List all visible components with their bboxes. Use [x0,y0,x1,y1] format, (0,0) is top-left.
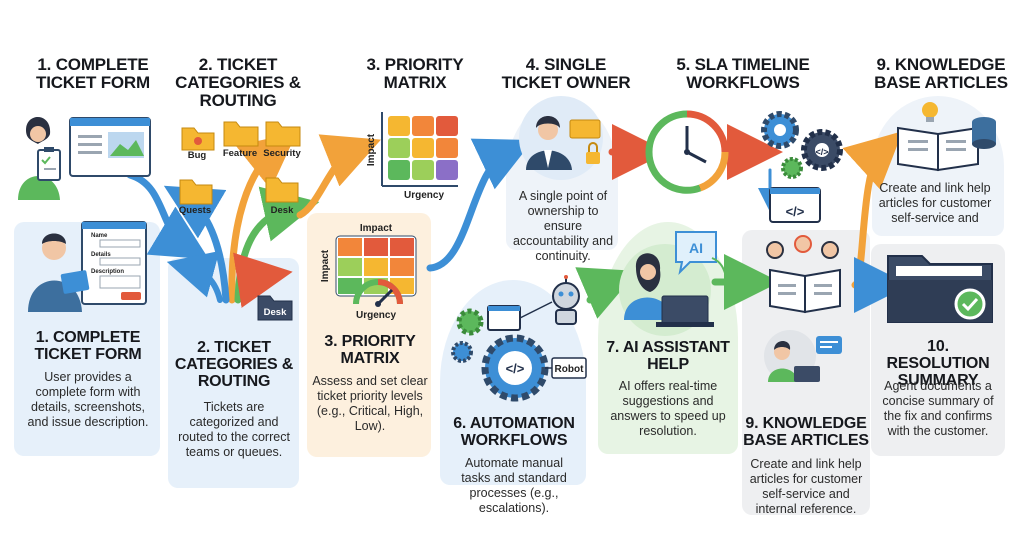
title-step3-bottom: 3. PRIORITY MATRIX [324,333,416,367]
title-step3-top: 3. PRIORITY MATRIX [366,55,464,92]
arrow-s6-to-s7 [575,267,638,319]
matrix-top-impact-label: Impact [366,133,377,166]
robot-label: Robot [555,364,585,375]
desc-step7: AI offers real-time suggestions and answ… [610,379,726,438]
knowledge-base-bottom-icon [764,235,842,382]
svg-text:</>: </> [506,361,525,376]
ai-assistant-icon [619,231,727,336]
ai-bubble-label: AI [689,240,703,256]
matrix-top-urgency-label: Urgency [404,190,444,201]
title-step10: 10. RESOLUTION SUMMARY [886,338,990,389]
priority-matrix-bottom [335,235,417,307]
desc-step6: Automate manual tasks and standard proce… [461,456,567,515]
desc-step10: Agent documents a concise summary of the… [882,379,994,438]
folder-feature [223,121,259,147]
svg-text:</>: </> [786,204,805,219]
title-step5-top: 5. SLA TIMELINE WORKFLOWS [676,55,810,92]
svg-text:</>: </> [815,147,828,157]
title-step1-bottom: 1. COMPLETE TICKET FORM [34,329,142,363]
arrow-s1-to-s2 [126,171,209,260]
folder-label-feature: Feature [223,148,257,159]
desc-step3: Assess and set clear ticket priority lev… [312,374,428,433]
gears-code-icon: </> </> [761,111,843,223]
title-step9-top: 9. KNOWLEDGE BASE ARTICLES [874,55,1008,92]
desc-step9-top: Create and link help articles for custom… [878,181,992,225]
matrix-bottom-impact-top: Impact [360,223,393,234]
desc-step1: User provides a complete form with detai… [27,370,149,429]
sla-clock-icon [645,110,729,194]
form-field-name: Name [91,233,108,239]
matrix-bottom-urgency: Urgency [356,310,396,321]
ticket-form-bottom-icon [28,221,147,312]
form-field-details: Details [91,252,111,258]
arrow-branch-blue2 [166,251,223,303]
arrow-s3-to-s4 [426,138,534,272]
folder-label-quests: Quests [179,205,211,216]
arrow-branch-orange [228,132,297,304]
title-step9-bottom: 9. KNOWLEDGE BASE ARTICLES [743,415,869,449]
folder-label-bug: Bug [188,150,207,161]
knowledge-base-top-icon [897,102,996,172]
form-field-description: Description [91,269,124,275]
folder-quests [179,179,213,205]
title-step7: 7. AI ASSISTANT HELP [606,339,730,373]
arrow-branch-red [233,252,293,308]
title-step4-top: 4. SINGLE TICKET OWNER [501,55,631,92]
title-step1-top: 1. COMPLETE TICKET FORM [36,55,150,92]
category-folders [179,121,301,321]
desc-step9-bottom: Create and link help articles for custom… [749,457,863,516]
desc-step2: Tickets are categorized and routed to th… [178,400,290,459]
folder-label-security: Security [263,148,301,159]
arrow-s2-to-s3top [296,134,381,219]
resolution-folder-icon [887,255,993,323]
title-step2-bottom: 2. TICKET CATEGORIES & ROUTING [174,339,294,390]
desc-step4: A single point of ownership to ensure ac… [512,189,614,263]
folder-bug [181,127,215,151]
automation-icon: </> [451,275,587,402]
priority-matrix-top [381,112,458,187]
ticket-form-top-icon [18,116,151,200]
ticket-owner-icon [519,96,603,180]
matrix-bottom-impact-side: Impact [320,249,331,282]
folder-security [265,121,301,147]
folder-label-desk-dark: Desk [264,307,287,318]
folder-desk [265,177,299,203]
title-step6: 6. AUTOMATION WORKFLOWS [453,415,575,449]
folder-desk-dark [257,295,293,321]
folder-label-desk: Desk [271,205,294,216]
title-step2-top: 2. TICKET CATEGORIES & ROUTING [175,55,301,110]
